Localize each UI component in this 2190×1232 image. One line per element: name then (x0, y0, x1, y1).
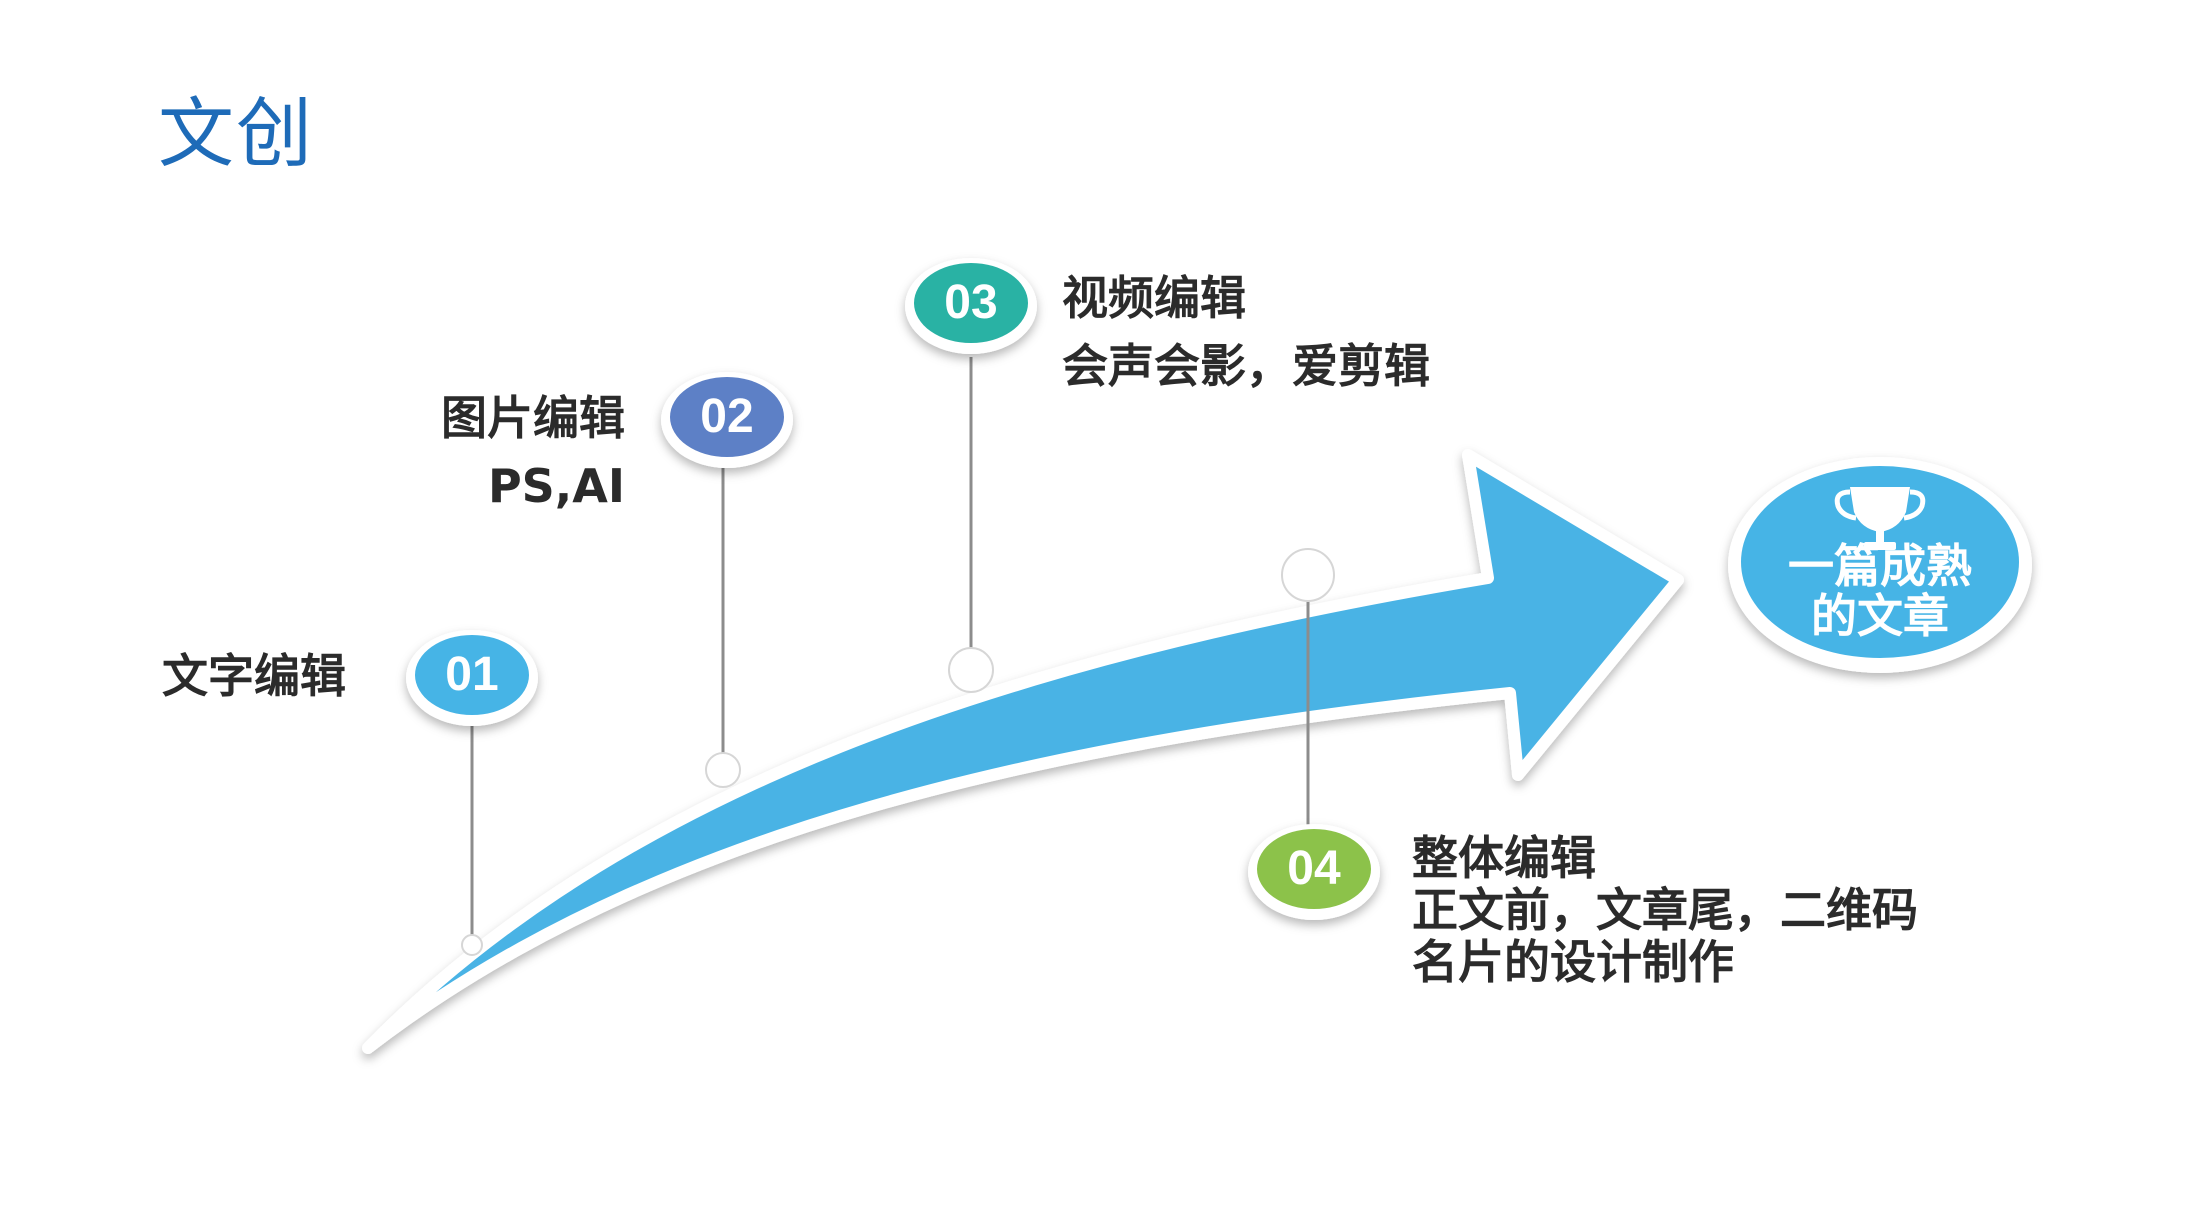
badge-number: 04 (1287, 842, 1341, 895)
anchor-dot-04 (1281, 548, 1335, 602)
step-badge-03: 03 (905, 258, 1037, 354)
step-02-text: 图片编辑 PS,AI (441, 384, 625, 520)
badge-number: 02 (700, 390, 753, 443)
step-04-detail-1: 正文前，文章尾，二维码 (1412, 883, 1918, 937)
anchor-dot-01 (461, 934, 483, 956)
step-04-text: 整体编辑 正文前，文章尾，二维码 名片的设计制作 (1412, 832, 1918, 988)
step-04-title: 整体编辑 (1412, 831, 1596, 885)
step-badge-04: 04 (1248, 824, 1380, 920)
step-02-detail: PS,AI (487, 459, 625, 513)
badge-fill (914, 263, 1028, 343)
page-title: 文创 (158, 89, 314, 178)
badge-fill (415, 635, 529, 715)
anchor-dot-03 (948, 647, 994, 693)
step-01-title: 文字编辑 (162, 649, 346, 703)
badge-number: 01 (445, 648, 498, 701)
goal-line-1: 一篇成熟 (1788, 539, 1972, 593)
anchor-dot-02 (705, 752, 741, 788)
step-badge-01: 01 (406, 630, 538, 726)
badge-number: 03 (944, 276, 997, 329)
trophy-icon (1834, 487, 1926, 550)
badge-fill (1257, 829, 1371, 909)
step-03-detail: 会声会影，爱剪辑 (1062, 339, 1430, 393)
goal-line-2: 的文章 (1811, 589, 1949, 643)
badge-fill (670, 377, 784, 457)
progress-arrow (362, 449, 1684, 1054)
step-03-text: 视频编辑 会声会影，爱剪辑 (1062, 264, 1430, 400)
step-badge-02: 02 (661, 372, 793, 468)
step-03-title: 视频编辑 (1062, 271, 1246, 325)
goal-badge: 一篇成熟 的文章 (1728, 457, 2032, 673)
step-02-title: 图片编辑 (441, 391, 625, 445)
step-04-detail-2: 名片的设计制作 (1412, 935, 1734, 989)
goal-fill (1741, 466, 2019, 658)
